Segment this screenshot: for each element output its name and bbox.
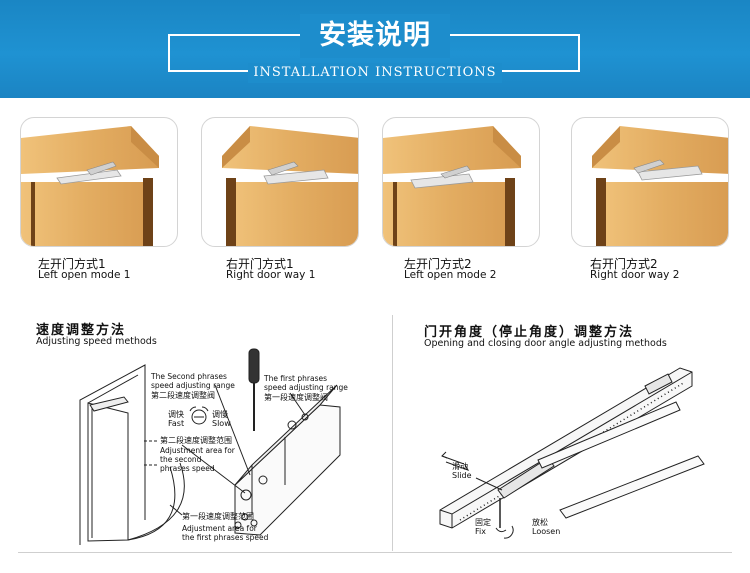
door-illustration-2: [201, 117, 359, 247]
second-phrases-range-en-2: speed adjusting range: [151, 381, 235, 390]
slow-label-cn: 调慢: [212, 410, 228, 419]
first-area-en-1: Adjustment area for: [182, 524, 257, 533]
header-banner: 安装说明 INSTALLATION INSTRUCTIONS: [0, 0, 750, 98]
loosen-label-cn: 放松: [532, 518, 548, 527]
mode-2-label-en: Right door way 1: [226, 269, 316, 281]
fix-label-cn: 固定: [475, 518, 491, 527]
door-illustration-3: [382, 117, 540, 247]
mode-3-label-cn: 左开门方式2: [404, 257, 472, 271]
second-area-en-1: Adjustment area for: [160, 446, 235, 455]
angle-adjust-diagram: [439, 367, 705, 539]
slow-label-en: Slow: [212, 419, 231, 428]
second-phrases-range-en-1: The Second phrases: [151, 372, 227, 381]
second-area-en-3: phrases speed: [160, 464, 215, 473]
section-divider: [392, 315, 393, 551]
mode-4-label-cn: 右开门方式2: [590, 257, 658, 271]
second-area-en-2: the second: [160, 455, 202, 464]
second-phrases-valve-cn: 第二段速度调整阀: [151, 391, 215, 400]
speed-section-title-cn: 速度调整方法: [36, 323, 127, 338]
first-phrases-range-en-2: speed adjusting range: [264, 383, 348, 392]
page-title-en: INSTALLATION INSTRUCTIONS: [248, 63, 502, 83]
first-area-en-2: the first phrases speed: [182, 533, 269, 542]
mode-1-label-cn: 左开门方式1: [38, 257, 106, 271]
slide-label-cn: 滑动: [452, 462, 468, 471]
door-illustration-4: [571, 117, 729, 247]
mode-4-label-en: Right door way 2: [590, 269, 680, 281]
speed-adjust-diagram: [79, 348, 341, 545]
mode-3-label-en: Left open mode 2: [404, 269, 497, 281]
fast-label-en: Fast: [168, 419, 185, 428]
second-area-cn: 第二段速度调整范围: [160, 436, 232, 445]
first-area-cn: 第一段速度调整范围: [182, 512, 254, 521]
fix-label-en: Fix: [475, 527, 486, 536]
mode-2-label-cn: 右开门方式1: [226, 257, 294, 271]
page-title-cn: 安装说明: [300, 14, 450, 58]
door-illustration-1: [20, 117, 178, 247]
angle-section-title-cn: 门开角度（停止角度）调整方法: [424, 325, 635, 340]
angle-section-title-en: Opening and closing door angle adjusting…: [424, 338, 667, 349]
mode-1-label-en: Left open mode 1: [38, 269, 131, 281]
bottom-rule: [18, 552, 732, 553]
first-phrases-range-en-1: The first phrases: [264, 374, 327, 383]
slide-label-en: Slide: [452, 471, 472, 480]
fast-label-cn: 调快: [168, 410, 184, 419]
speed-section-title-en: Adjusting speed methods: [36, 336, 157, 347]
loosen-label-en: Loosen: [532, 527, 561, 536]
first-phrases-valve-cn: 第一段速度调整阀: [264, 393, 328, 402]
